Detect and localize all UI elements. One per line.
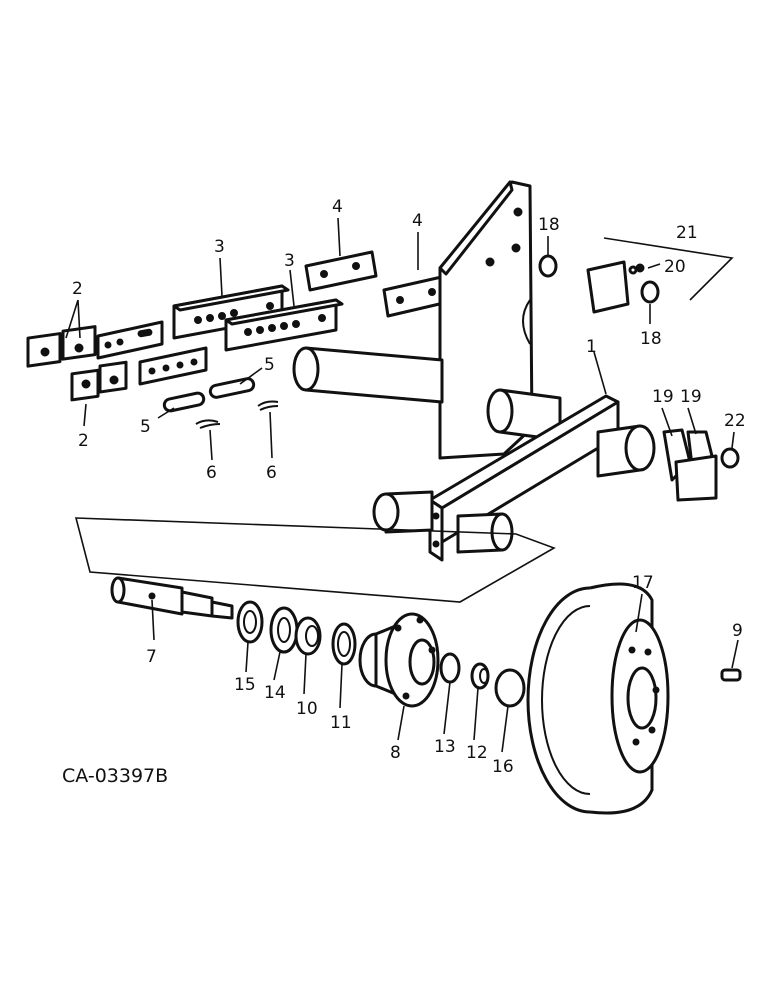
bushing-18-upper: [538, 254, 558, 278]
label-1: 1: [586, 337, 597, 357]
spindle: [110, 576, 234, 620]
label-8: 8: [390, 743, 401, 763]
label-19-b: 19: [680, 387, 702, 407]
pins-and-clips: [162, 377, 279, 429]
cap-16: [494, 668, 526, 708]
tube-upper-left: [292, 346, 444, 404]
nut-22: [720, 447, 740, 469]
plate-4b: [382, 274, 450, 318]
mounting-bracket: [438, 180, 534, 460]
label-21: 21: [676, 223, 698, 243]
seal-15: [236, 600, 264, 644]
plate-3b: [224, 298, 344, 352]
shim-group-upper: [26, 320, 164, 368]
cone-12: [470, 662, 490, 690]
tube-center: [486, 388, 562, 442]
crossbeam: [428, 394, 620, 562]
cup-14: [269, 606, 299, 654]
latch-plates: [662, 428, 718, 502]
label-17: 17: [632, 573, 654, 593]
label-5-a: 5: [264, 355, 275, 375]
wheel-rim: [526, 582, 670, 815]
label-9: 9: [732, 621, 743, 641]
label-14: 14: [264, 683, 286, 703]
cup-13: [439, 652, 461, 684]
hub: [358, 612, 440, 708]
tube-right: [596, 424, 656, 478]
label-13: 13: [434, 737, 456, 757]
label-6-a: 6: [206, 463, 217, 483]
tube-lower: [372, 490, 514, 554]
label-19-a: 19: [652, 387, 674, 407]
bushing-18-lower: [640, 280, 660, 304]
plate-4a: [304, 250, 378, 292]
label-20: 20: [664, 257, 686, 277]
grease-fitting: [628, 263, 645, 275]
drawing-code: CA-03397B: [62, 765, 168, 787]
spindle-group-outline: [74, 517, 556, 603]
group-bracket-21: [603, 237, 734, 301]
shim-group-lower: [70, 346, 208, 402]
label-7: 7: [146, 647, 157, 667]
label-2-upper: 2: [72, 279, 83, 299]
cup-11: [331, 622, 357, 666]
label-3-b: 3: [284, 251, 295, 271]
leader-lines: [65, 217, 739, 753]
label-10: 10: [296, 699, 318, 719]
label-15: 15: [234, 675, 256, 695]
label-18-upper: 18: [538, 215, 560, 235]
washer-plate: [586, 260, 630, 314]
label-4-b: 4: [412, 211, 423, 231]
cone-10: [294, 616, 322, 656]
label-11: 11: [330, 713, 352, 733]
label-22: 22: [724, 411, 746, 431]
label-2-lower: 2: [78, 431, 89, 451]
label-3-a: 3: [214, 237, 225, 257]
part-labels: 1 2 2 3 3 4 4 5 5 6 6 7 8 9 10 11 12 13 …: [72, 197, 746, 777]
label-16: 16: [492, 757, 514, 777]
label-6-b: 6: [266, 463, 277, 483]
wheel-bolt-9: [720, 668, 742, 682]
label-5-b: 5: [140, 417, 151, 437]
label-4-a: 4: [332, 197, 343, 217]
label-18-lower: 18: [640, 329, 662, 349]
label-12: 12: [466, 743, 488, 763]
